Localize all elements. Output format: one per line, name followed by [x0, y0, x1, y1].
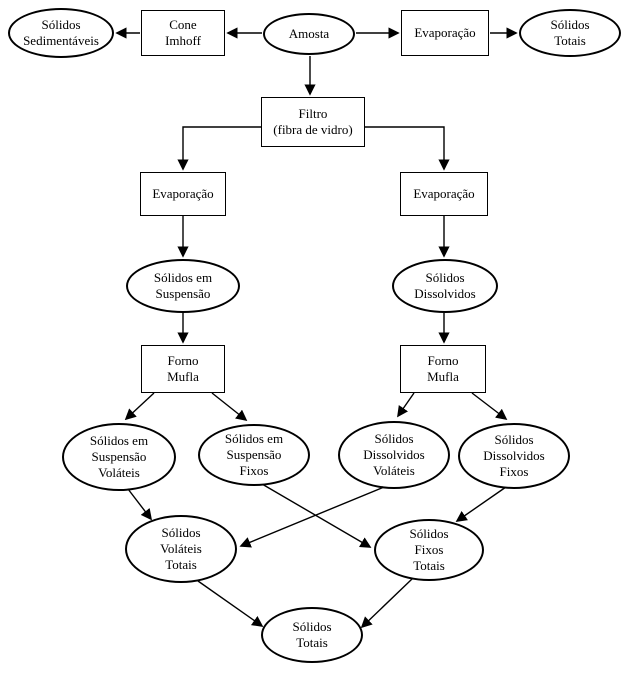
node-solidos-dissolvidos: Sólidos Dissolvidos	[392, 259, 498, 313]
edge-dissolvidos-fixos-fixos-totais	[455, 486, 507, 522]
edge-forno-left-suspensao-fixos	[211, 392, 248, 422]
edge-fixos-totais-solidos-totais	[360, 578, 413, 629]
edge-forno-right-dissolvidos-volateis	[397, 392, 415, 418]
node-solidos-totais-bottom: Sólidos Totais	[261, 607, 363, 663]
edge-forno-right-dissolvidos-fixos	[471, 392, 508, 421]
edge-volateis-totais-solidos-totais	[197, 580, 264, 627]
node-filtro: Filtro (fibra de vidro)	[261, 97, 365, 147]
node-fixos-totais: Sólidos Fixos Totais	[374, 519, 484, 581]
node-solidos-sedimentaveis: Sólidos Sedimentáveis	[8, 8, 114, 58]
node-forno-mufla-left: Forno Mufla	[141, 345, 225, 393]
edge-filtro-evaporacao-left	[177, 126, 262, 171]
node-evaporacao-top: Evaporação	[401, 10, 489, 56]
node-dissolvidos-volateis: Sólidos Dissolvidos Voláteis	[338, 421, 450, 489]
edge-dissolvidos-volateis-volateis-totais	[239, 486, 385, 548]
node-suspensao-fixos: Sólidos em Suspensão Fixos	[198, 424, 310, 486]
edge-suspensao-fixos-fixos-totais	[261, 483, 372, 548]
node-solidos-suspensao: Sólidos em Suspensão	[126, 259, 240, 313]
node-volateis-totais: Sólidos Voláteis Totais	[125, 515, 237, 583]
edge-suspensao-volateis-volateis-totais	[127, 488, 153, 521]
node-amostra: Amosta	[263, 13, 355, 55]
node-suspensao-volateis: Sólidos em Suspensão Voláteis	[62, 423, 176, 491]
node-solidos-totais-top: Sólidos Totais	[519, 9, 621, 57]
edge-filtro-evaporacao-right	[364, 126, 450, 171]
node-forno-mufla-right: Forno Mufla	[400, 345, 486, 393]
node-evaporacao-right: Evaporação	[400, 172, 488, 216]
node-dissolvidos-fixos: Sólidos Dissolvidos Fixos	[458, 423, 570, 489]
edge-forno-left-suspensao-volateis	[124, 392, 155, 421]
node-cone-imhoff: Cone Imhoff	[141, 10, 225, 56]
node-evaporacao-left: Evaporação	[140, 172, 226, 216]
